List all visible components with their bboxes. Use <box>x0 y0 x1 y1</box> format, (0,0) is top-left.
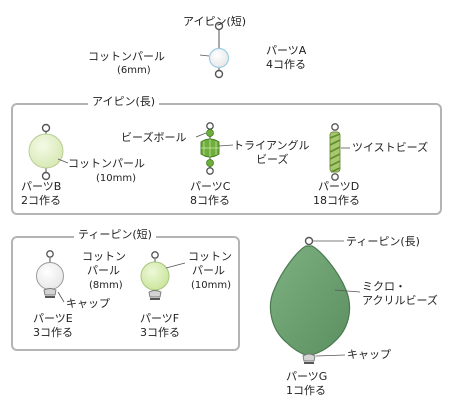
part-g-drawing <box>269 236 361 364</box>
part-e-bead-label-1: コットン <box>82 250 126 263</box>
part-d-eye-bottom <box>331 173 339 181</box>
part-d-name: パーツD <box>318 180 360 193</box>
part-c-triangle-label-2: ビーズ <box>256 153 289 166</box>
part-f-drawing <box>140 251 186 300</box>
part-c-triangle-label-1: トライアングル <box>233 139 310 152</box>
part-f-pearl <box>140 261 170 291</box>
part-g-tpin-label: ティーピン(長) <box>346 235 420 248</box>
long-eyepin-panel-title: アイピン(長) <box>88 95 160 108</box>
part-b-name: パーツB <box>21 180 62 193</box>
part-e-qty: 3コ作る <box>33 326 73 339</box>
part-c-drawing <box>195 122 234 175</box>
part-b-eye-bottom <box>41 171 51 181</box>
part-e-bead-size: (8mm) <box>89 280 123 291</box>
part-c-bead-ball-label: ビーズボール <box>121 131 187 144</box>
part-g-eye <box>304 236 314 246</box>
part-f-qty: 3コ作る <box>140 326 180 339</box>
long-eyepin-panel <box>11 103 442 215</box>
part-b-qty: 2コ作る <box>21 194 61 207</box>
part-e-drawing <box>36 250 65 303</box>
part-e-eye <box>46 250 54 258</box>
part-e-pearl <box>36 262 64 290</box>
part-a-name: パーツA <box>266 44 307 57</box>
short-tpin-panel-title: ティーピン(短) <box>74 228 156 241</box>
part-d-bead-label: ツイストビーズ <box>352 141 429 154</box>
part-g-bead-label-2: アクリルビーズ <box>362 294 438 307</box>
part-c-ball-top <box>206 129 214 137</box>
part-e-bead-label-2: パール <box>87 264 120 277</box>
part-f-bead-label-2: パール <box>192 264 225 277</box>
part-c-ball-bottom <box>206 159 214 167</box>
part-f-name: パーツF <box>140 312 180 325</box>
part-d-qty: 18コ作る <box>313 194 360 207</box>
part-g-cap-label: キャップ <box>347 348 391 361</box>
part-a-eye-bottom <box>214 69 224 79</box>
part-f-bead-size: (10mm) <box>191 280 232 291</box>
part-c-eye-top <box>206 122 214 130</box>
part-a-bead-label: コットンパール <box>88 50 165 63</box>
part-f-cap <box>148 290 162 298</box>
part-c-eye-bottom <box>206 167 214 175</box>
part-d-eye-top <box>331 123 339 131</box>
part-c-qty: 8コ作る <box>190 194 230 207</box>
part-g-bead-label-1: ミクロ・ <box>362 280 406 293</box>
part-a-eyepin-label: アイピン(短) <box>183 15 247 28</box>
part-b-bead-label: コットンパール <box>68 157 145 170</box>
part-f-eye <box>151 251 159 259</box>
part-a-drawing <box>199 21 230 79</box>
part-g-acrylic-bead <box>269 245 351 357</box>
part-a-eye-top <box>214 21 224 31</box>
part-a-qty: 4コ作る <box>266 58 306 71</box>
part-a-bead-size: (6mm) <box>117 65 151 76</box>
part-e-cap <box>43 288 57 296</box>
part-e-name: パーツE <box>33 312 73 325</box>
part-a-pearl <box>208 47 230 69</box>
part-c-name: パーツC <box>190 180 231 193</box>
part-b-pearl <box>28 133 64 169</box>
part-g-cap <box>302 353 316 362</box>
part-g-qty: 1コ作る <box>286 384 326 397</box>
part-f-bead-label-1: コットン <box>188 250 232 263</box>
part-e-cap-label: キャップ <box>66 297 110 310</box>
part-g-name: パーツG <box>286 370 328 383</box>
part-b-eye-top <box>41 123 51 133</box>
part-b-drawing <box>28 123 69 181</box>
part-d-drawing <box>329 123 350 181</box>
part-b-bead-size: (10mm) <box>96 173 137 184</box>
